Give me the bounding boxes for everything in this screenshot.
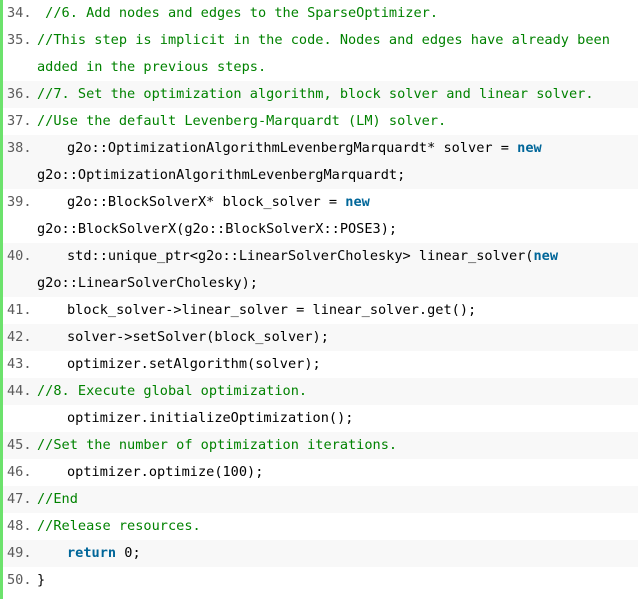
code-segment: optimizer.setAlgorithm(solver); <box>67 356 321 372</box>
keyword: new <box>517 140 542 156</box>
line-number: 38. <box>7 140 32 156</box>
code-comment: //Release resources. <box>37 518 201 534</box>
code-segment: optimizer.initializeOptimization(); <box>67 410 354 426</box>
line-number: 47. <box>7 491 32 507</box>
code-line-39: 39. g2o::BlockSolverX* block_solver = ne… <box>3 189 638 243</box>
code-line-35: 35. //This step is implicit in the code.… <box>3 27 638 81</box>
code-segment: } <box>37 572 46 588</box>
line-number: 44. <box>7 383 32 399</box>
code-text: block_solver->linear_solver = linear_sol… <box>37 297 638 324</box>
code-text: std::unique_ptr<g2o::LinearSolverCholesk… <box>37 243 638 297</box>
code-text: optimizer.optimize(100); <box>37 459 638 486</box>
code-line-44: 44. //8. Execute global optimization. <box>3 378 638 405</box>
line-number: 50. <box>7 572 32 588</box>
code-segment: block_solver->linear_solver = linear_sol… <box>67 302 477 318</box>
line-number: 48. <box>7 518 32 534</box>
code-line-38: 38. g2o::OptimizationAlgorithmLevenbergM… <box>3 135 638 189</box>
code-line-37: 37. //Use the default Levenberg-Marquard… <box>3 108 638 135</box>
code-segment: std::unique_ptr<g2o::LinearSolverCholesk… <box>67 248 534 264</box>
code-text: solver->setSolver(block_solver); <box>37 324 638 351</box>
line-number: 36. <box>7 86 32 102</box>
code-text: g2o::OptimizationAlgorithmLevenbergMarqu… <box>37 135 638 189</box>
code-comment: //End <box>37 491 78 507</box>
keyword: new <box>533 248 559 264</box>
code-segment: g2o::BlockSolverX(g2o::BlockSolverX::POS… <box>37 221 398 237</box>
line-number: 42. <box>7 329 32 345</box>
code-text: optimizer.setAlgorithm(solver); <box>37 351 638 378</box>
code-line-48: 48. //Release resources. <box>3 513 638 540</box>
line-number: 34. <box>7 5 32 21</box>
code-text: return 0; <box>37 540 638 567</box>
code-line-49: 49. return 0; <box>3 540 638 567</box>
code-line-42: 42. solver->setSolver(block_solver); <box>3 324 638 351</box>
keyword: return <box>67 545 117 561</box>
code-text: optimizer.initializeOptimization(); <box>37 405 638 432</box>
code-text: g2o::BlockSolverX* block_solver = new g2… <box>37 189 638 243</box>
code-line-47: 47. //End <box>3 486 638 513</box>
code-segment: g2o::OptimizationAlgorithmLevenbergMarqu… <box>37 167 406 183</box>
line-number: 35. <box>7 32 32 48</box>
code-line-45: 45. //Set the number of optimization ite… <box>3 432 638 459</box>
code-comment: //7. Set the optimization algorithm, blo… <box>37 86 594 102</box>
line-number: 41. <box>7 302 32 318</box>
line-number: 37. <box>7 113 32 129</box>
line-number: 45. <box>7 437 32 453</box>
code-line-43: 43. optimizer.setAlgorithm(solver); <box>3 351 638 378</box>
code-segment: optimizer.optimize(100); <box>67 464 264 480</box>
code-segment: g2o::LinearSolverCholesky); <box>37 275 258 291</box>
code-segment: 0; <box>116 545 141 561</box>
code-comment: //Use the default Levenberg-Marquardt (L… <box>37 113 447 129</box>
keyword: new <box>345 194 370 210</box>
code-segment: solver->setSolver(block_solver); <box>67 329 329 345</box>
code-segment: g2o::OptimizationAlgorithmLevenbergMarqu… <box>67 140 518 156</box>
code-comment: //6. Add nodes and edges to the SparseOp… <box>37 5 439 21</box>
line-number: 46. <box>7 464 32 480</box>
code-line-44-continued: optimizer.initializeOptimization(); <box>3 405 638 432</box>
code-line-34: 34. //6. Add nodes and edges to the Spar… <box>3 0 638 27</box>
code-line-46: 46. optimizer.optimize(100); <box>3 459 638 486</box>
line-number: 43. <box>7 356 32 372</box>
code-line-41: 41. block_solver->linear_solver = linear… <box>3 297 638 324</box>
line-number: 39. <box>7 194 32 210</box>
code-line-36: 36. //7. Set the optimization algorithm,… <box>3 81 638 108</box>
code-segment: g2o::BlockSolverX* block_solver = <box>67 194 346 210</box>
code-comment: //8. Execute global optimization. <box>37 383 308 399</box>
code-line-50: 50. } <box>3 567 638 594</box>
code-comment: //Set the number of optimization iterati… <box>37 437 398 453</box>
code-line-40: 40. std::unique_ptr<g2o::LinearSolverCho… <box>3 243 638 297</box>
line-number: 49. <box>7 545 32 561</box>
code-comment: //This step is implicit in the code. Nod… <box>37 32 610 75</box>
line-number: 40. <box>7 248 32 264</box>
